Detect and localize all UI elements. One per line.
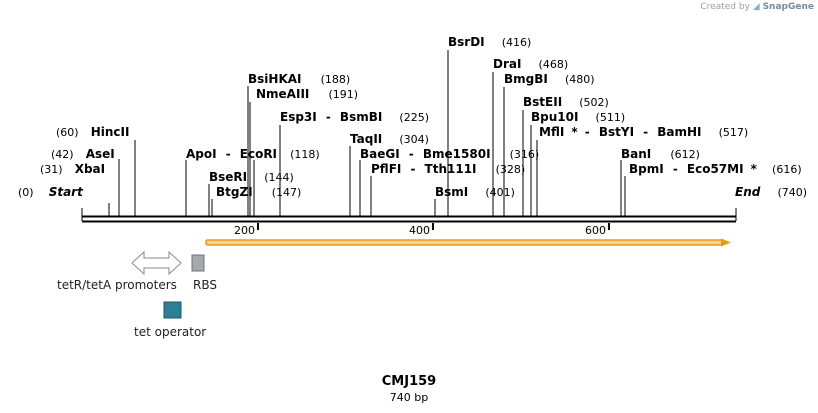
- site-pflfi-tth111i: PflFI - Tth111I (328): [371, 158, 525, 177]
- site-bsteii: BstEII (502): [523, 91, 609, 110]
- snapgene-credit: Created by ◢ SnapGene: [700, 2, 814, 12]
- site-taqii: TaqII (304): [350, 128, 429, 147]
- site-bseri: BseRI (144): [209, 166, 294, 185]
- start-pos: (0): [18, 186, 34, 199]
- site-hincii: (60) HincII: [56, 121, 129, 140]
- promoter-feature: [131, 250, 182, 276]
- site-bpmi-eco57mi: BpmI - Eco57MI * (616): [629, 158, 802, 177]
- start-label: (0) Start: [18, 181, 84, 200]
- site-drai: DraI (468): [493, 53, 568, 72]
- end-pos: (740): [777, 186, 807, 199]
- end-text: End: [735, 185, 761, 199]
- site-btgzi: BtgZI (147): [216, 181, 301, 200]
- site-bani: BanI (612): [621, 143, 700, 162]
- site-apoi-ecori: ApoI - EcoRI (118): [186, 143, 320, 162]
- credit-prefix: Created by: [700, 2, 750, 12]
- tick-label-400: 400: [409, 224, 430, 237]
- site-bsmi: BsmI (401): [435, 181, 515, 200]
- site-mfli-bstyi-bamhi: MflI * - BstYI - BamHI (517): [539, 121, 748, 140]
- credit-brand: SnapGene: [762, 2, 814, 12]
- operator-feature: [163, 301, 182, 319]
- tick-label-600: 600: [585, 224, 606, 237]
- site-esp3i-bsmbi: Esp3I - BsmBI (225): [280, 106, 429, 125]
- tick-label-200: 200: [234, 224, 255, 237]
- site-bsihkai: BsiHKAI (188): [248, 68, 350, 87]
- site-nmeaiii: NmeAIII (191): [256, 83, 358, 102]
- start-text: Start: [49, 185, 84, 199]
- site-bsrdi: BsrDI (416): [448, 31, 531, 50]
- site-baegi-bme1580i: BaeGI - Bme1580I (316): [360, 143, 539, 162]
- scale-ticks: 200 400 600: [234, 223, 610, 237]
- operator-label: tet operator: [134, 325, 206, 339]
- rbs-label: RBS: [193, 278, 217, 292]
- site-bpu10i: Bpu10I (511): [531, 106, 625, 125]
- map-title: CMJ159: [381, 374, 437, 389]
- promoter-label: tetR/tetA promoters: [57, 278, 177, 292]
- end-label: End (740): [735, 181, 807, 200]
- snapgene-logo-icon: ◢: [752, 2, 760, 12]
- site-xbai: (31) XbaI: [40, 158, 105, 177]
- map-length: 740 bp: [389, 391, 429, 404]
- backbone: [81, 208, 737, 223]
- rbs-feature: [191, 254, 205, 272]
- site-bmgbi: BmgBI (480): [504, 68, 595, 87]
- cut-site-lines: [108, 50, 626, 216]
- orf-arrow: [205, 238, 731, 247]
- site-asei: (42) AseI: [51, 143, 115, 162]
